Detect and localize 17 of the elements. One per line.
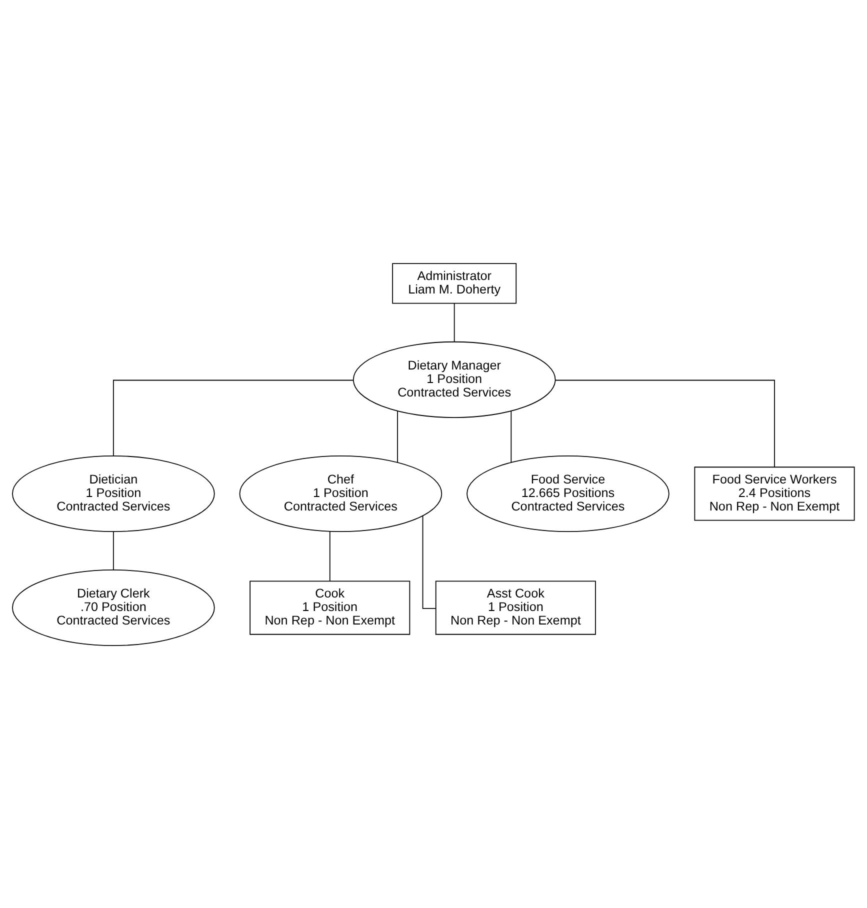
connector (510, 410, 512, 463)
node-ellipse: Chef 1 Position Contracted Services (239, 454, 442, 532)
connector (329, 530, 330, 581)
connector (554, 379, 775, 468)
connector (422, 514, 436, 608)
node-ellipse: Dietary Manager 1 Position Contracted Services (352, 340, 556, 418)
node-ellipse: Dietary Clerk .70 Position Contracted Services (12, 569, 215, 646)
node-box: Food Service Workers 2.4 Positions Non Rep - Non Exempt (694, 466, 855, 520)
node-box: Cook 1 Position Non Rep - Non Exempt (250, 580, 410, 634)
node-box: Asst Cook 1 Position Non Rep - Non Exempt (435, 580, 596, 634)
connector (112, 379, 354, 456)
connector (454, 302, 455, 342)
node-ellipse: Food Service 12.665 Positions Contracted Services (466, 454, 670, 532)
node-box: Administrator Liam M. Doherty (392, 262, 517, 304)
connector (112, 530, 114, 570)
connector (397, 410, 398, 463)
node-ellipse: Dietician 1 Position Contracted Services (12, 454, 215, 532)
